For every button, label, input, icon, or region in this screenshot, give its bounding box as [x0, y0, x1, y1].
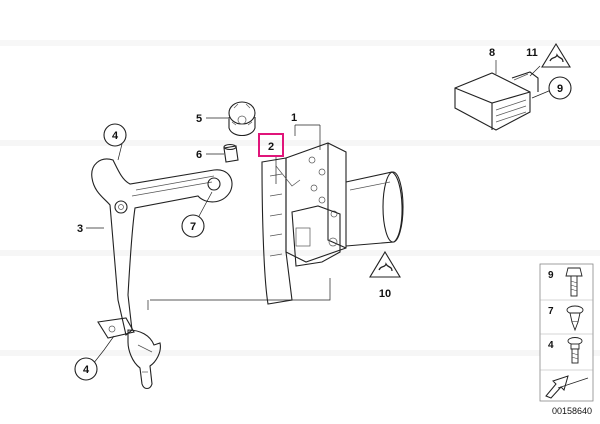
- callout-2-highlighted[interactable]: 2: [258, 133, 284, 157]
- callout-7-label: 7: [190, 221, 196, 233]
- screw-icon: [566, 305, 584, 332]
- sleeve-part[interactable]: [223, 143, 239, 163]
- callout-8[interactable]: 8: [489, 47, 495, 59]
- callout-9[interactable]: 9: [548, 76, 572, 100]
- warning-triangle-icon: [369, 250, 401, 278]
- callout-5-label: 5: [196, 113, 202, 125]
- legend-row-2-number: 7: [548, 306, 554, 317]
- callout-6[interactable]: 6: [196, 149, 202, 161]
- callout-10-label: 10: [379, 288, 391, 300]
- callout-3[interactable]: 3: [77, 223, 83, 235]
- callout-3-label: 3: [77, 223, 83, 235]
- hydraulic-unit-part[interactable]: [261, 142, 404, 305]
- leader-lines: [86, 60, 557, 365]
- legend-row-screw-4[interactable]: 4: [548, 337, 583, 364]
- callout-1-label: 1: [291, 112, 297, 124]
- bolt-icon: [567, 337, 583, 364]
- callout-6-label: 6: [196, 149, 202, 161]
- callout-2-label: 2: [268, 141, 274, 153]
- callout-5[interactable]: 5: [196, 113, 202, 125]
- highlight-box: [258, 133, 284, 157]
- callout-10[interactable]: 10: [369, 250, 401, 300]
- arrow-icon: [545, 375, 589, 399]
- callout-1[interactable]: 1: [291, 112, 297, 124]
- callout-4-top-label: 4: [112, 130, 119, 142]
- sensor-part[interactable]: [454, 71, 539, 131]
- callout-7[interactable]: 7: [181, 214, 205, 238]
- fastener-legend: 9 7 4: [539, 263, 594, 402]
- legend-row-3-number: 4: [548, 340, 554, 351]
- callout-8-label: 8: [489, 47, 495, 59]
- callout-11[interactable]: 11: [526, 42, 571, 68]
- callout-9-label: 9: [557, 83, 563, 95]
- callout-4-top[interactable]: 4: [103, 123, 127, 147]
- callout-11-label: 11: [526, 47, 538, 59]
- watermark-bands: [0, 40, 600, 356]
- legend-row-screw-7[interactable]: 7: [548, 305, 584, 332]
- legend-row-1-number: 9: [548, 270, 554, 281]
- callout-4-bottom-label: 4: [83, 364, 90, 376]
- catalog-number: 00158640: [551, 406, 592, 416]
- callout-4-bottom[interactable]: 4: [74, 357, 98, 381]
- warning-triangle-icon: [541, 42, 571, 68]
- rubber-mount-part[interactable]: [228, 101, 256, 137]
- bolt-icon: [565, 267, 583, 297]
- bracket-part[interactable]: [91, 158, 233, 390]
- legend-row-bolt-9[interactable]: 9: [548, 267, 583, 297]
